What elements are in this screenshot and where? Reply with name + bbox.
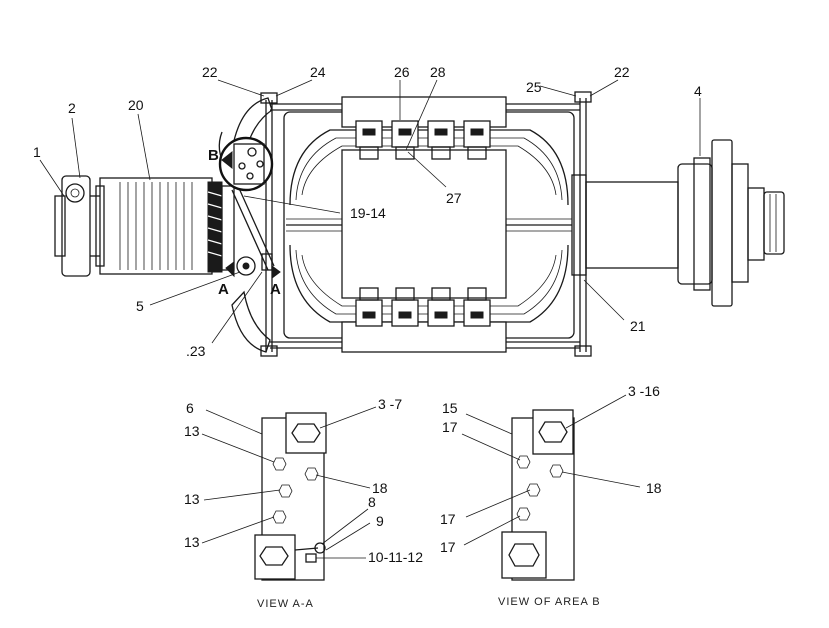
frame-rods — [260, 91, 592, 357]
callout-17-c: 17 — [440, 539, 456, 555]
section-markers — [225, 261, 281, 279]
callout-24: 24 — [310, 64, 326, 80]
leader-lines — [39, 79, 701, 344]
callout-13-b: 13 — [184, 491, 200, 507]
fan-blades — [218, 97, 273, 353]
callout-22-left: 22 — [202, 64, 218, 80]
callout-17-a: 17 — [442, 419, 458, 435]
callout-5: 5 — [136, 298, 144, 314]
bottom-clamps — [355, 287, 491, 327]
view-a-a-leaders — [201, 406, 377, 559]
detail-b-label: B — [208, 147, 219, 164]
callout-15: 15 — [442, 400, 458, 416]
callout-19-14: 19-14 — [350, 205, 386, 221]
callout-13-c: 13 — [184, 534, 200, 550]
callout-27: 27 — [446, 190, 462, 206]
view-a-a-caption: VIEW A-A — [257, 598, 314, 610]
callout-21: 21 — [630, 318, 646, 334]
top-clamps — [355, 120, 491, 160]
callout-18-b: 18 — [646, 480, 662, 496]
callout-17-b: 17 — [440, 511, 456, 527]
view-b-caption: VIEW OF AREA B — [498, 596, 601, 608]
exciter-housing — [95, 177, 235, 275]
bearing-end-cap — [54, 175, 100, 277]
section-a-right: A — [270, 281, 281, 298]
callout-26: 26 — [394, 64, 410, 80]
callout-10-11-12: 10-11-12 — [368, 549, 423, 565]
view-b-leaders — [461, 394, 641, 546]
callout-6: 6 — [186, 400, 194, 416]
callout-3-16: 3 -16 — [628, 383, 660, 399]
callout-28: 28 — [430, 64, 446, 80]
callout-4: 4 — [694, 83, 702, 99]
detail-b-circle — [218, 136, 274, 192]
view-a-a — [254, 412, 327, 581]
callout-2: 2 — [68, 100, 76, 116]
view-area-b — [501, 409, 575, 581]
callout-22-right: 22 — [614, 64, 630, 80]
section-a-left: A — [218, 281, 229, 298]
drive-end-spacer — [571, 174, 679, 276]
terminal-bracket — [231, 185, 275, 276]
callout-25: 25 — [526, 79, 542, 95]
callout-9: 9 — [376, 513, 384, 529]
callout-20: 20 — [128, 97, 144, 113]
callout-13-a: 13 — [184, 423, 200, 439]
callout-23: .23 — [186, 343, 206, 359]
callout-3-7: 3 -7 — [378, 396, 402, 412]
callout-8: 8 — [368, 494, 376, 510]
callout-18-aa: 18 — [372, 480, 388, 496]
coupling — [677, 139, 785, 307]
callout-1: 1 — [33, 144, 41, 160]
